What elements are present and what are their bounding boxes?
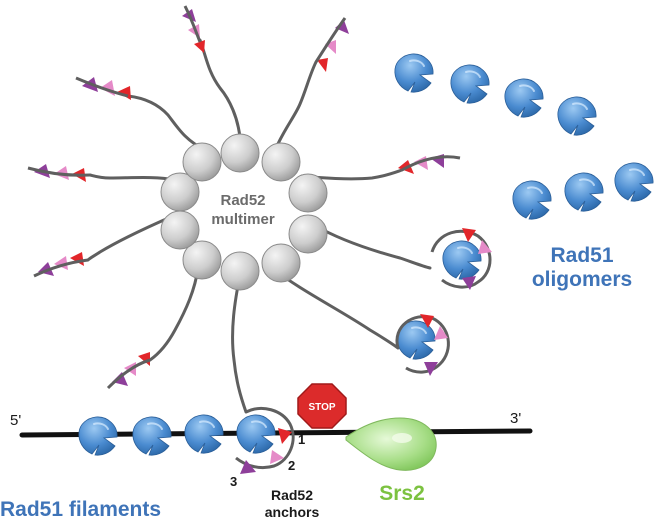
rad51-monomer <box>449 63 491 105</box>
rad51-monomer <box>77 415 119 457</box>
rad51-monomer <box>235 413 277 455</box>
three-prime-label: 3' <box>510 410 521 427</box>
five-prime-label: 5' <box>10 412 21 429</box>
filaments-label: Rad51 filaments <box>0 498 161 521</box>
anchor-number-3: 3 <box>230 474 237 489</box>
rad51-monomer <box>563 171 605 213</box>
anchor-number-2: 2 <box>288 458 295 473</box>
rad52-sphere <box>220 133 260 173</box>
rad52-sphere <box>160 172 200 212</box>
rad52-sphere <box>160 210 200 250</box>
rad51-monomer <box>183 413 225 455</box>
tether-arm-ends <box>27 5 461 390</box>
rad52-sphere <box>182 240 222 280</box>
rad51-monomer <box>393 52 435 94</box>
rad52-tethers <box>86 38 432 414</box>
rad51-monomer <box>511 179 553 221</box>
rad52-bound-rad51 <box>395 228 492 376</box>
anchors-label-line2: anchors <box>265 504 320 520</box>
oligomers-label-line1: Rad51 <box>550 244 613 267</box>
srs2-helicase <box>345 417 437 471</box>
stop-label: STOP <box>308 402 335 413</box>
rad52-sphere <box>261 142 301 182</box>
anchors-label-line1: Rad52 <box>271 487 313 503</box>
rad52-sphere <box>261 243 301 283</box>
anchor-number-1: 1 <box>298 432 305 447</box>
rad52-anchor <box>235 407 295 474</box>
rad51-oligomers <box>393 52 655 221</box>
core-label-line1: Rad52 <box>220 192 265 209</box>
stop-sign: STOP <box>297 383 347 429</box>
rad51-monomer <box>131 415 173 457</box>
oligomers-label-line2: oligomers <box>532 268 632 291</box>
rad52-multimer-ring <box>160 133 328 291</box>
rad51-monomer <box>441 239 483 281</box>
rad51-monomer <box>556 95 598 137</box>
rad52-sphere <box>288 173 328 213</box>
rad52-sphere <box>182 142 222 182</box>
rad51-monomer <box>503 77 545 119</box>
srs2-label: Srs2 <box>379 482 425 505</box>
rad51-monomer <box>613 161 655 203</box>
rad52-sphere <box>220 251 260 291</box>
core-label-line2: multimer <box>211 211 275 228</box>
rad52-sphere <box>288 214 328 254</box>
